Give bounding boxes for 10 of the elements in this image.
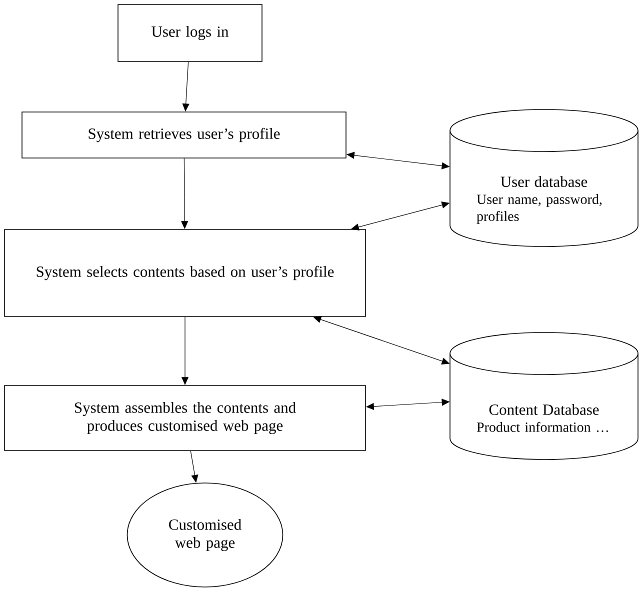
database-cylinder: Content Database Product information … — [450, 332, 638, 460]
database-cylinder: User database User name, password, profiles — [450, 109, 638, 247]
node-label: User name, password, profiles — [476, 194, 602, 224]
process-box: System selects contents based on user’s profile — [4, 229, 366, 317]
process-box: User logs in — [118, 4, 262, 62]
process-box: System assembles the contents and produces customised web page — [4, 385, 366, 451]
node-label: User database — [500, 176, 588, 188]
node-label: Content Database — [489, 404, 599, 415]
process-box: System retrieves user’s profile — [22, 112, 346, 158]
node-label: Product information … — [476, 422, 608, 432]
